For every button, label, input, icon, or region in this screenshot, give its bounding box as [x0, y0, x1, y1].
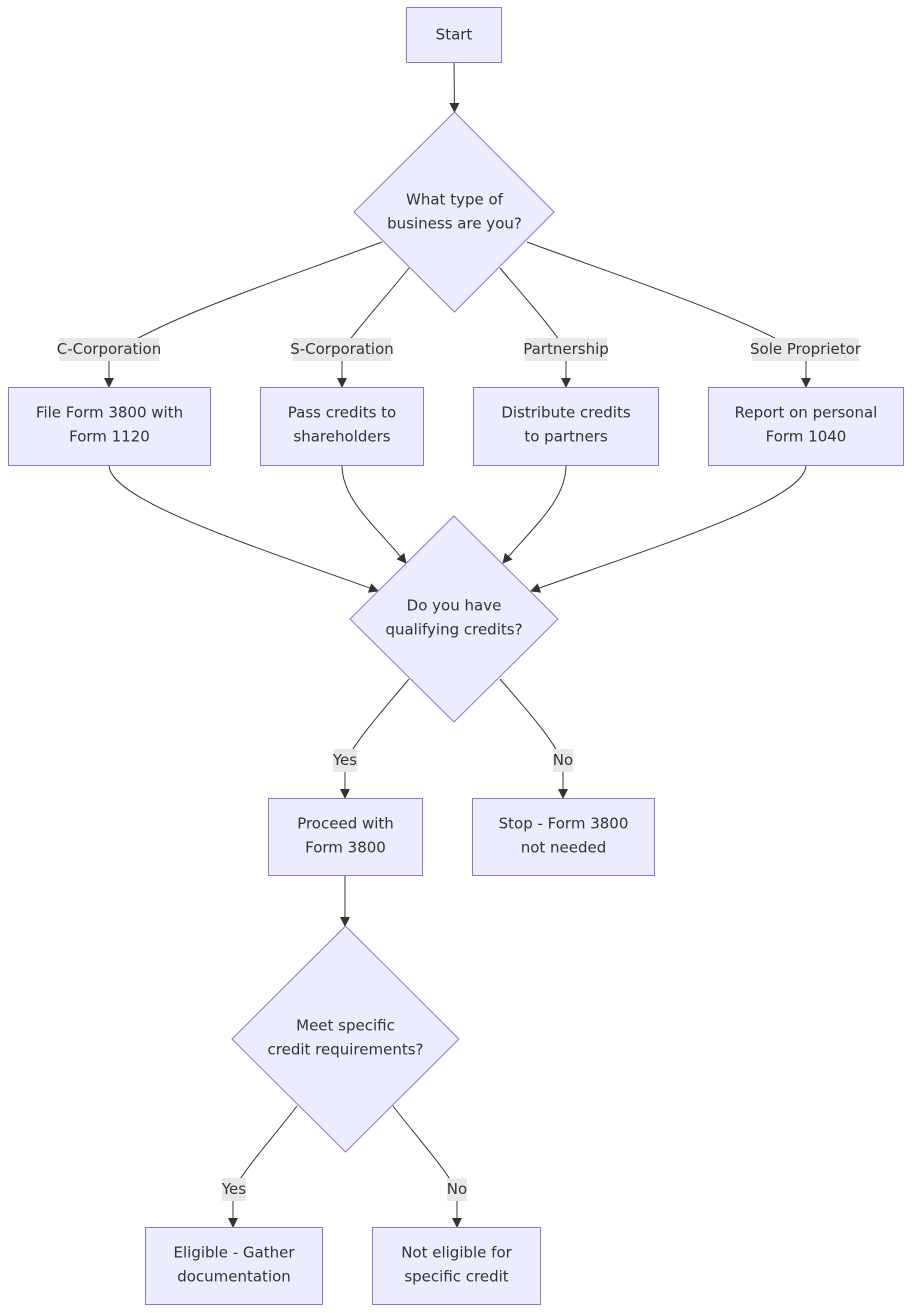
node-stop-label-line-1: Stop - Form 3800 — [499, 815, 629, 833]
edge-c-corp-to-qualifying — [108, 464, 379, 593]
edge-labels: C-Corporation S-Corporation Partnership … — [57, 338, 862, 1201]
edge-label-requirements-no: No — [447, 1178, 467, 1201]
edge-requirements-no — [392, 1105, 462, 1228]
node-c-corp-label-line-1: File Form 3800 with — [36, 404, 183, 422]
node-business-type-decision: What type of business are you? — [353, 111, 555, 313]
node-start: Start — [406, 7, 502, 63]
node-partnership-label-line-2: to partners — [524, 428, 607, 446]
edge-label-sole-prop: Sole Proprietor — [750, 338, 862, 361]
edge-label-c-corp: C-Corporation — [57, 338, 162, 361]
node-requirements-decision: Meet specific credit requirements? — [231, 925, 460, 1153]
node-qualifying-label-line-1: Do you have — [407, 597, 502, 615]
node-s-corp-label-line-1: Pass credits to — [288, 404, 397, 422]
edge-label-qualifying-yes-text: Yes — [332, 751, 357, 769]
node-qualifying-label-line-2: qualifying credits? — [385, 621, 522, 639]
edge-business-type-to-partnership — [499, 267, 571, 388]
node-c-corp: File Form 3800 with Form 1120 — [8, 387, 211, 466]
node-partnership-label-line-1: Distribute credits — [501, 404, 631, 422]
edge-start-to-business-type — [449, 61, 460, 113]
node-requirements-label-line-2: credit requirements? — [268, 1041, 424, 1059]
edge-label-s-corp: S-Corporation — [290, 338, 394, 361]
node-not-eligible-label-line-1: Not eligible for — [401, 1244, 512, 1262]
node-qualifying-decision: Do you have qualifying credits? — [349, 515, 559, 723]
edge-label-qualifying-yes: Yes — [332, 749, 357, 772]
edge-business-type-to-s-corp — [337, 267, 410, 388]
node-requirements-label-line-1: Meet specific — [296, 1017, 395, 1035]
edge-business-type-to-sole-prop — [526, 241, 811, 388]
node-business-type-label-line-1: What type of — [406, 191, 504, 209]
node-stop: Stop - Form 3800 not needed — [472, 798, 655, 876]
edge-label-s-corp-text: S-Corporation — [290, 340, 394, 358]
node-c-corp-label-line-2: Form 1120 — [69, 428, 150, 446]
node-start-label: Start — [436, 26, 473, 44]
node-not-eligible-label-line-2: specific credit — [404, 1268, 508, 1286]
edge-partnership-to-qualifying — [502, 464, 567, 564]
node-proceed-label-line-1: Proceed with — [297, 815, 394, 833]
nodes: Start What type of business are you? Fil… — [8, 7, 904, 1305]
node-not-eligible: Not eligible for specific credit — [372, 1227, 541, 1305]
edge-label-requirements-yes-text: Yes — [221, 1180, 246, 1198]
node-eligible: Eligible - Gather documentation — [145, 1227, 323, 1305]
node-partnership: Distribute credits to partners — [473, 387, 659, 466]
node-proceed-label-line-2: Form 3800 — [305, 839, 386, 857]
edge-label-requirements-yes: Yes — [221, 1178, 246, 1201]
node-s-corp: Pass credits to shareholders — [260, 387, 424, 466]
node-stop-label-line-2: not needed — [521, 839, 607, 857]
node-business-type-label-line-2: business are you? — [387, 215, 522, 233]
edge-label-qualifying-no-text: No — [553, 751, 573, 769]
edge-qualifying-no — [499, 678, 568, 799]
node-eligible-label-line-1: Eligible - Gather — [174, 1244, 296, 1262]
edge-label-partnership-text: Partnership — [523, 340, 609, 358]
edge-s-corp-to-qualifying — [341, 464, 407, 564]
edge-label-qualifying-no: No — [553, 749, 573, 772]
node-sole-prop: Report on personal Form 1040 — [708, 387, 904, 466]
node-s-corp-label-line-2: shareholders — [293, 428, 390, 446]
node-sole-prop-label-line-2: Form 1040 — [766, 428, 847, 446]
edge-requirements-yes — [228, 1105, 298, 1228]
edge-business-type-to-c-corp — [104, 241, 383, 388]
node-eligible-label-line-2: documentation — [177, 1268, 291, 1286]
edge-label-c-corp-text: C-Corporation — [57, 340, 162, 358]
edge-label-requirements-no-text: No — [447, 1180, 467, 1198]
edge-label-sole-prop-text: Sole Proprietor — [750, 340, 862, 358]
node-proceed: Proceed with Form 3800 — [268, 798, 423, 876]
edge-qualifying-yes — [340, 678, 410, 799]
edge-label-partnership: Partnership — [523, 338, 609, 361]
edge-sole-prop-to-qualifying — [530, 464, 807, 593]
node-sole-prop-label-line-1: Report on personal — [735, 404, 878, 422]
